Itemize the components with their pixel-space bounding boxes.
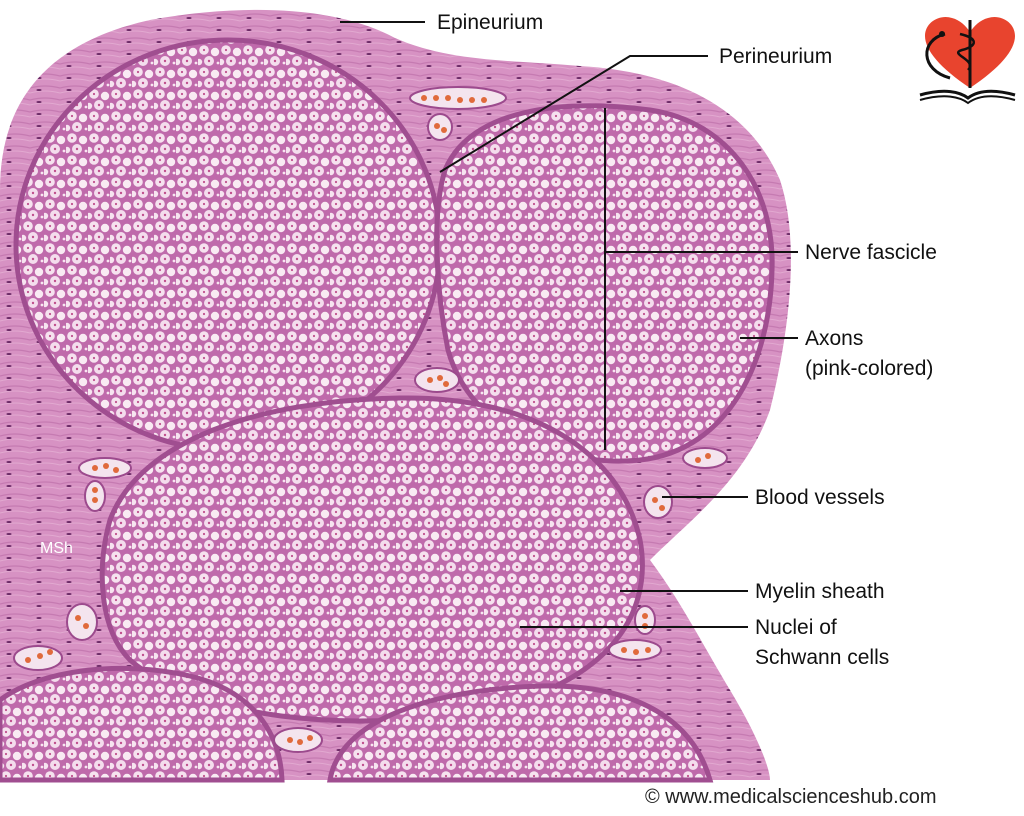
label-axons-note: (pink-colored) <box>805 357 934 380</box>
red-blood-cells <box>25 95 711 745</box>
label-schwann-cells: Schwann cells <box>755 646 890 669</box>
copyright-text: © www.medicalscienceshub.com <box>645 786 937 808</box>
label-epineurium: Epineurium <box>437 11 544 34</box>
fascicle-bottom-left <box>0 665 285 783</box>
label-myelin-sheath: Myelin sheath <box>755 580 885 603</box>
leader-lines <box>340 21 798 628</box>
label-nerve-fascicle: Nerve fascicle <box>805 241 937 264</box>
heart-caduceus-book-logo-icon <box>919 16 1016 105</box>
label-msh: MSh <box>40 540 73 557</box>
label-blood-vessels: Blood vessels <box>755 486 885 509</box>
label-axons: Axons <box>805 327 864 350</box>
fascicle-bottom-right <box>327 683 714 783</box>
fascicle-central <box>99 395 645 724</box>
label-nuclei: Nuclei of <box>755 616 837 639</box>
label-perineurium: Perineurium <box>719 45 833 68</box>
fascicle-top-left <box>13 37 443 453</box>
